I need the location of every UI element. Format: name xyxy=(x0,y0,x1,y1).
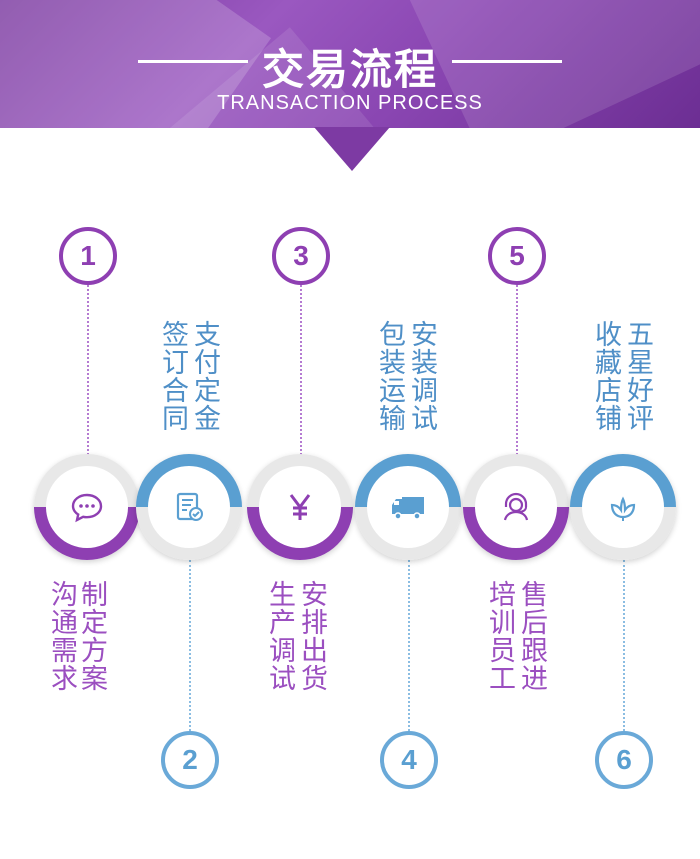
contract-check-icon xyxy=(176,492,203,521)
yen-icon xyxy=(289,494,311,520)
step-6-icon-circle xyxy=(570,454,676,560)
step-5-number: 5 xyxy=(488,227,546,285)
step-3-number: 3 xyxy=(272,227,330,285)
step-2-label: 签订合同 xyxy=(157,320,188,432)
step-1-icon-circle xyxy=(34,454,140,560)
truck-icon xyxy=(392,497,424,520)
header-pointer xyxy=(314,127,390,171)
step-4-label2: 安装调试 xyxy=(406,320,437,432)
step-6-label2: 五星好评 xyxy=(622,320,653,432)
step-2-icon-circle xyxy=(136,454,242,560)
header-banner: 交易流程 TRANSACTION PROCESS xyxy=(0,0,700,128)
lotus-flower-icon xyxy=(610,496,636,521)
step-3-label: 生产调试 xyxy=(264,580,295,692)
step-1-label: 沟通需求 xyxy=(46,580,77,692)
connector-2 xyxy=(189,560,191,731)
step-4-label: 包装运输 xyxy=(374,320,405,432)
headset-support-icon xyxy=(503,492,529,521)
page-title: 交易流程 xyxy=(261,45,438,94)
step-6-number: 6 xyxy=(595,731,653,789)
chat-bubble-icon xyxy=(71,493,103,523)
step-2-label2: 支付定金 xyxy=(189,320,220,432)
step-4-number: 4 xyxy=(380,731,438,789)
step-5-label: 培训员工 xyxy=(484,580,515,692)
step-2-number: 2 xyxy=(161,731,219,789)
connector-1 xyxy=(87,285,89,455)
connector-6 xyxy=(623,560,625,731)
page-subtitle: TRANSACTION PROCESS xyxy=(217,92,483,114)
title-line-right xyxy=(452,60,562,63)
step-3-label2: 安排出货 xyxy=(296,580,327,692)
title-line-left xyxy=(138,60,248,63)
step-5-label2: 售后跟进 xyxy=(516,580,547,692)
connector-4 xyxy=(408,560,410,731)
step-4-icon-circle xyxy=(355,454,461,560)
step-1-label2: 制定方案 xyxy=(76,580,107,692)
step-3-icon-circle xyxy=(247,454,353,560)
step-6-label: 收藏店铺 xyxy=(590,320,621,432)
connector-5 xyxy=(516,285,518,455)
connector-3 xyxy=(300,285,302,455)
step-1-number: 1 xyxy=(59,227,117,285)
step-5-icon-circle xyxy=(463,454,569,560)
